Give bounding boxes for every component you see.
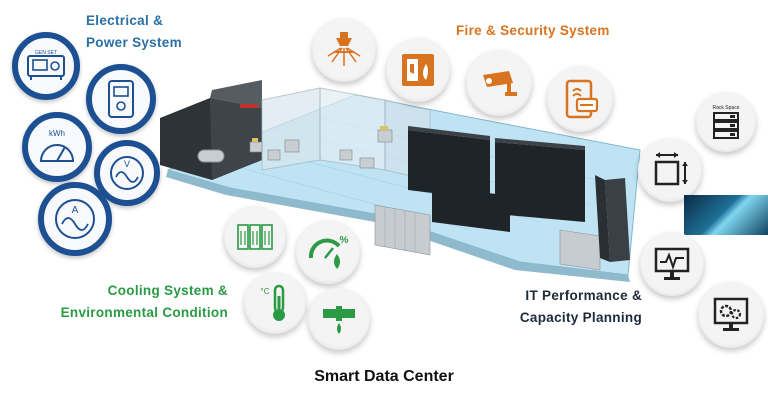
it-label-line2: Capacity Planning bbox=[519, 310, 642, 325]
kwh-meter-icon: kWh bbox=[39, 129, 75, 162]
diagram-title: Smart Data Center bbox=[314, 368, 454, 385]
monitor-graph-icon bbox=[654, 247, 690, 280]
water-leak-pipe-icon bbox=[323, 306, 355, 334]
sprinkler-circle[interactable] bbox=[312, 18, 376, 82]
ammeter-circle[interactable]: A bbox=[38, 182, 112, 256]
cctv-camera-icon bbox=[483, 71, 517, 96]
leak-detection-circle[interactable] bbox=[308, 288, 370, 350]
humidity-text: % bbox=[340, 235, 349, 246]
it-performance-label: IT Performance & Capacity Planning bbox=[500, 285, 642, 329]
volt-text: V bbox=[124, 159, 130, 169]
cooling-label-line2: Environmental Condition bbox=[60, 305, 228, 320]
capacity-circle[interactable] bbox=[638, 138, 702, 202]
temp-text: °C bbox=[261, 287, 270, 296]
fire-alarm-circle[interactable] bbox=[386, 38, 450, 102]
humidity-circle[interactable]: % bbox=[296, 220, 360, 284]
monitoring-circle[interactable] bbox=[640, 232, 704, 296]
generator-circle[interactable]: GEN SET bbox=[12, 32, 80, 100]
ammeter-icon: A bbox=[55, 199, 95, 239]
humidity-gauge-icon: % bbox=[308, 235, 349, 269]
fire-security-label: Fire & Security System bbox=[456, 20, 610, 42]
server-photo-thumbnail bbox=[684, 195, 768, 235]
rack-space-circle[interactable]: Rack Space bbox=[696, 92, 756, 152]
kwh-text: kWh bbox=[49, 129, 65, 138]
access-control-circle[interactable] bbox=[547, 66, 613, 132]
electrical-power-label: Electrical & Power System bbox=[86, 10, 182, 54]
generator-text: GEN SET bbox=[35, 50, 57, 56]
monitor-gears-icon bbox=[713, 297, 749, 331]
access-card-icon bbox=[565, 79, 599, 119]
ups-icon bbox=[108, 80, 134, 118]
rack-space-text: Rack Space bbox=[713, 105, 740, 111]
voltmeter-icon: V bbox=[110, 156, 144, 190]
ups-circle[interactable] bbox=[86, 64, 156, 134]
cooling-unit-circle[interactable] bbox=[224, 206, 286, 268]
thermometer-icon: °C bbox=[261, 284, 285, 321]
cooling-environment-label: Cooling System & Environmental Condition bbox=[0, 280, 228, 324]
sprinkler-icon bbox=[327, 32, 361, 66]
cooling-unit-icon bbox=[237, 224, 273, 250]
fire-alarm-icon bbox=[402, 54, 434, 86]
settings-monitor-circle[interactable] bbox=[698, 282, 764, 348]
cooling-label-line1: Cooling System & bbox=[107, 283, 228, 298]
voltmeter-circle[interactable]: V bbox=[94, 140, 160, 206]
resize-dimension-icon bbox=[654, 152, 688, 186]
electrical-label-line2: Power System bbox=[86, 35, 182, 50]
amp-text: A bbox=[72, 205, 79, 216]
fire-label-line1: Fire & Security System bbox=[456, 23, 610, 38]
temperature-circle[interactable]: °C bbox=[244, 272, 306, 334]
generator-icon: GEN SET bbox=[27, 50, 65, 80]
kwh-meter-circle[interactable]: kWh bbox=[22, 112, 92, 182]
rack-server-icon: Rack Space bbox=[713, 105, 740, 139]
cctv-circle[interactable] bbox=[466, 50, 532, 116]
it-label-line1: IT Performance & bbox=[525, 288, 642, 303]
electrical-label-line1: Electrical & bbox=[86, 13, 164, 28]
